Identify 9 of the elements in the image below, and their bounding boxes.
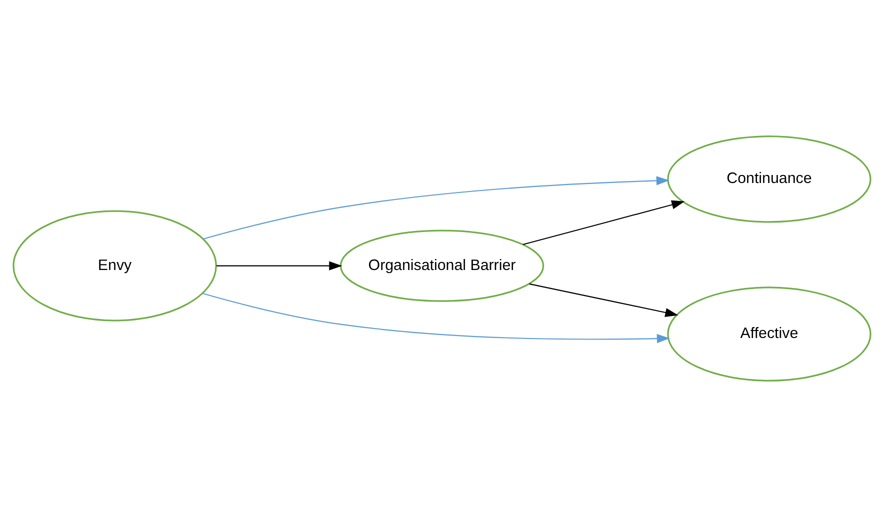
node-ellipse: Continuance [667, 136, 872, 223]
arrow [522, 200, 685, 246]
arrow [203, 176, 670, 240]
node-ellipse: Envy [12, 210, 217, 322]
arrow [202, 292, 670, 344]
node-ellipse: Affective [667, 286, 872, 382]
arrow [216, 261, 342, 270]
arrow [529, 283, 678, 317]
node-ellipse: Organisational Barrier [340, 230, 544, 302]
